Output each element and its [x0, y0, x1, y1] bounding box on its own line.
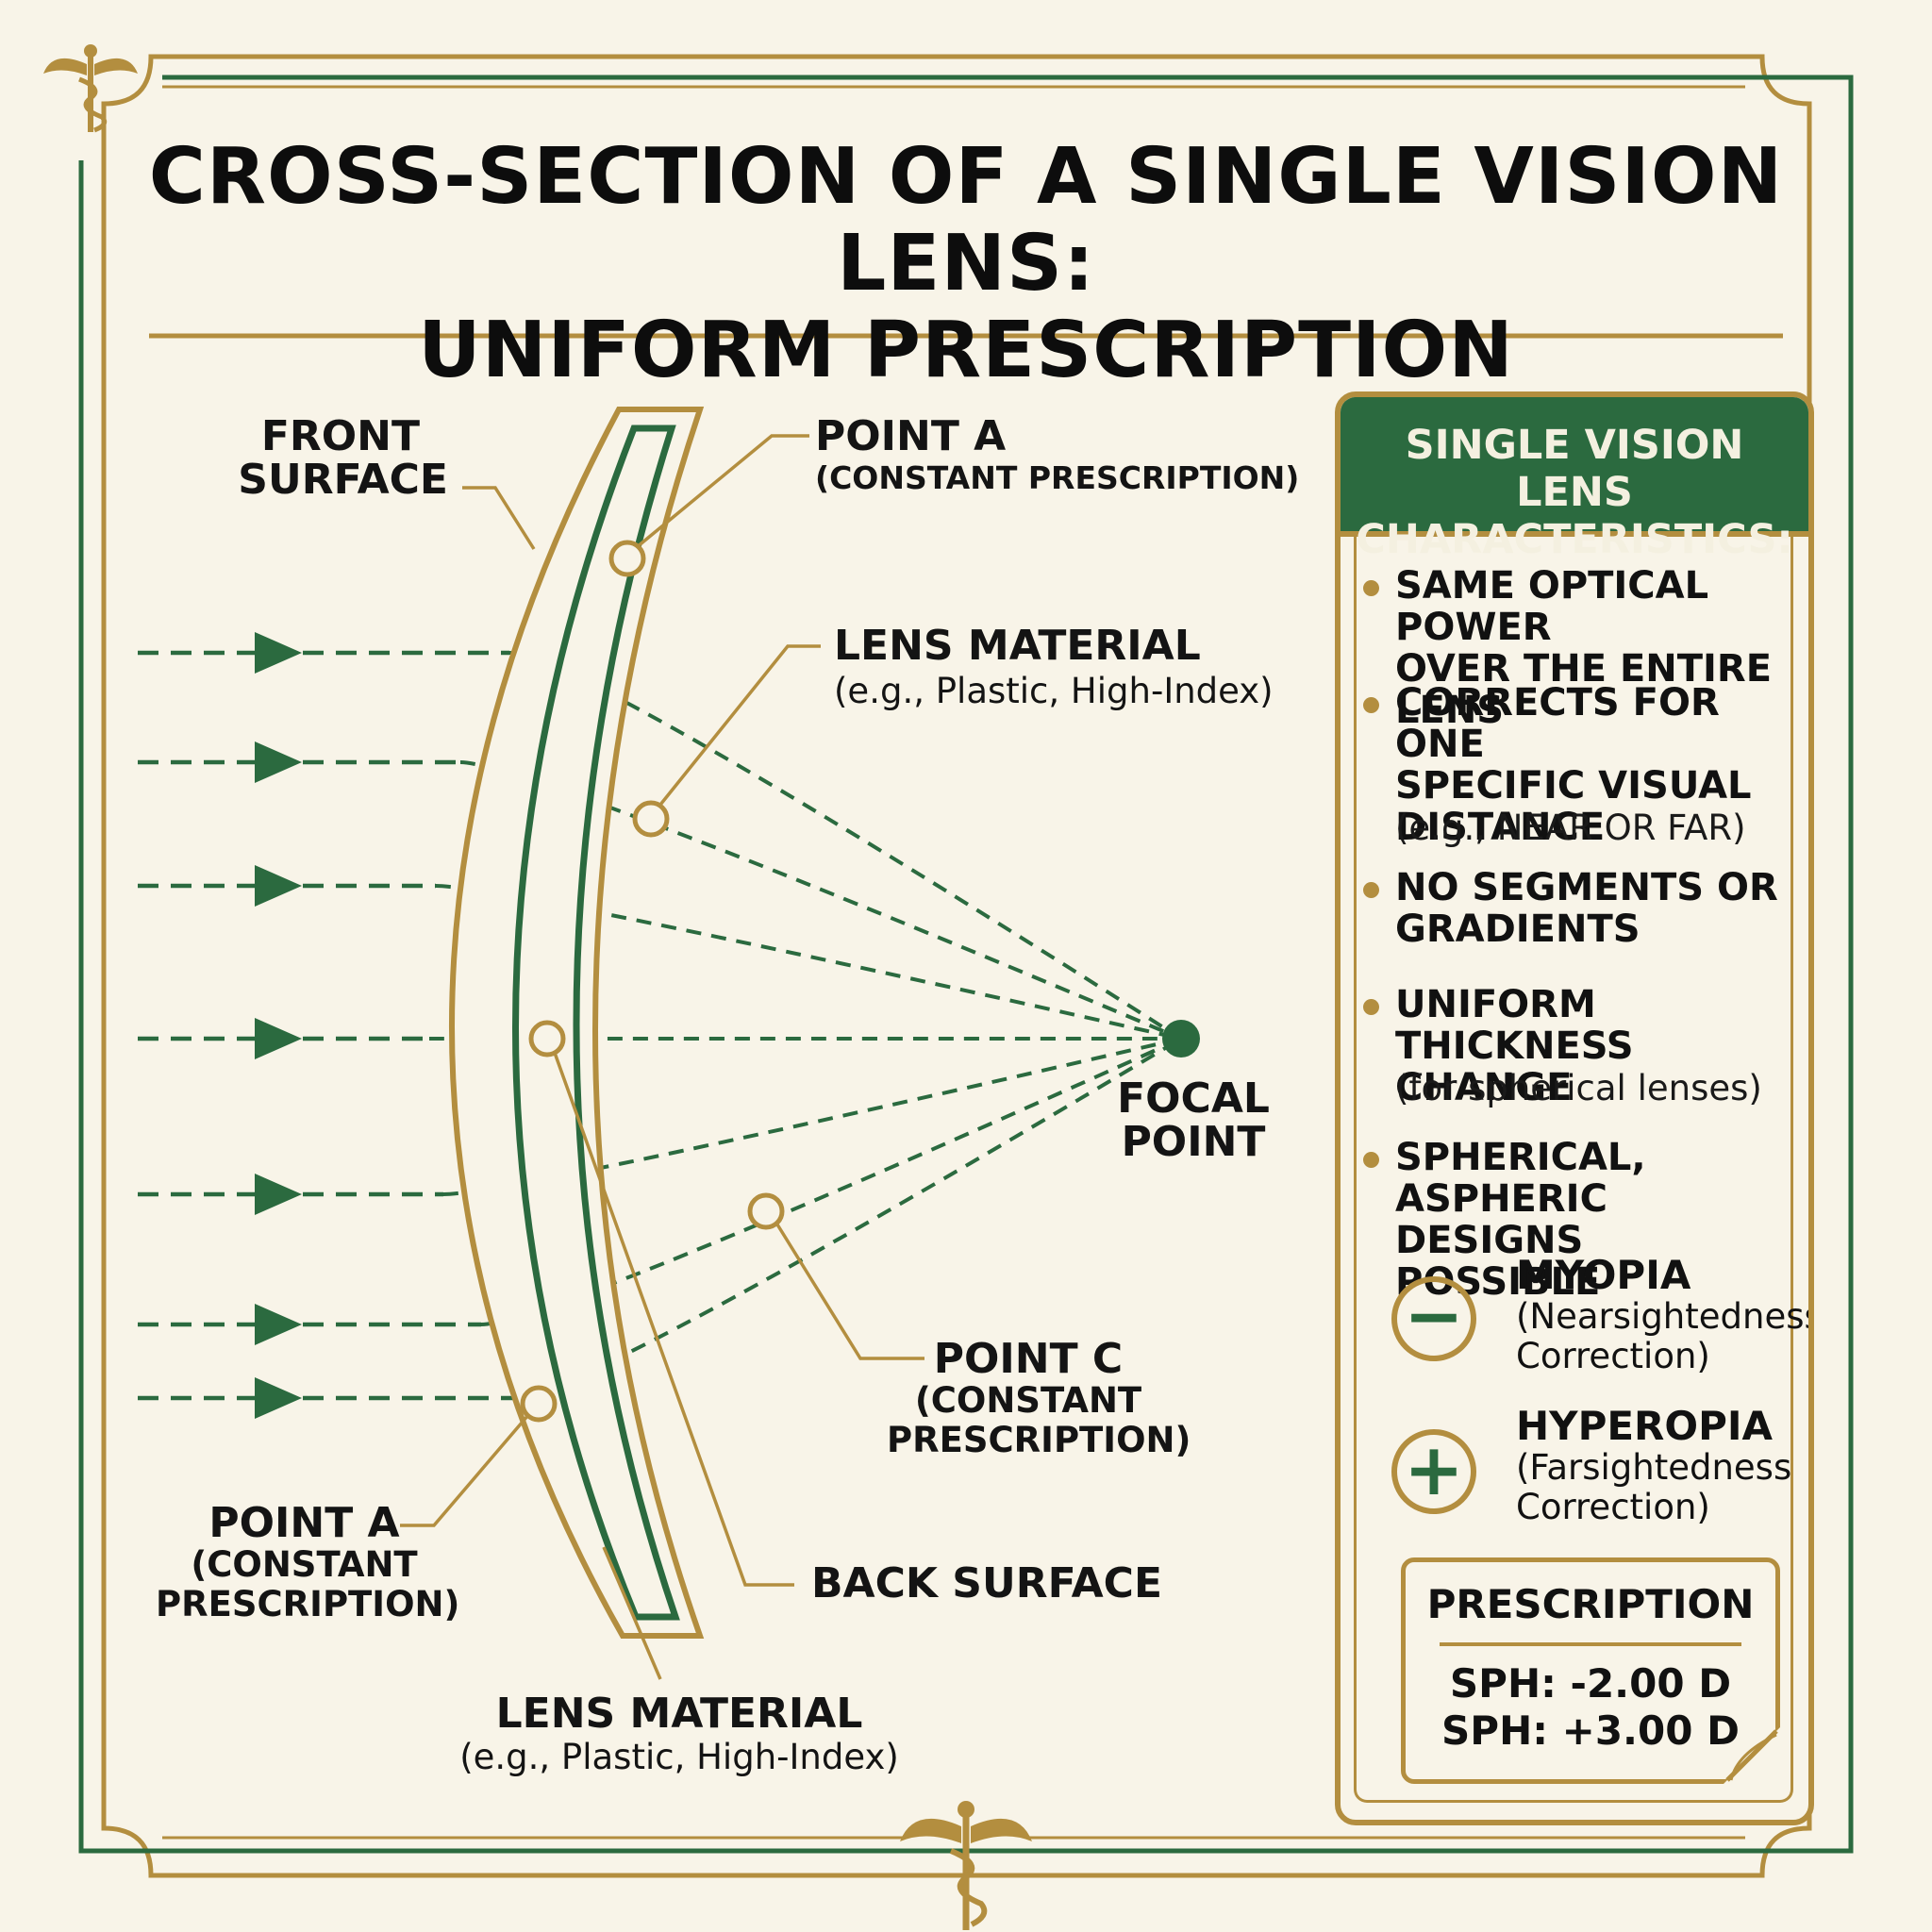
- back-surface-leader: [553, 1052, 794, 1587]
- page-title: CROSS-SECTION OF A SINGLE VISION LENS: U…: [113, 134, 1819, 394]
- point-a-top-leader: [635, 434, 809, 549]
- point-a-bottom-marker: [520, 1385, 558, 1423]
- center-marker: [528, 1020, 566, 1058]
- lens-material-marker: [632, 800, 670, 838]
- bullet-icon: [1363, 1152, 1379, 1168]
- point-c-label: POINT C (CONSTANT PRESCRIPTION): [887, 1335, 1191, 1460]
- minus-icon: −: [1391, 1276, 1476, 1361]
- point-a-top-note: (CONSTANT PRESCRIPTION): [815, 459, 1300, 496]
- point-a-bottom-label: POINT A (CONSTANT PRESCRIPTION): [156, 1499, 460, 1624]
- point-a-top-marker: [608, 540, 646, 577]
- focal-point-marker: [1162, 1020, 1200, 1058]
- decorative-frame: [78, 54, 1854, 1878]
- point-c-leader: [775, 1224, 924, 1360]
- focal-point-label: FOCAL POINT: [1117, 1074, 1270, 1166]
- front-surface-label: FRONT SURFACE: [238, 412, 448, 504]
- title-line-2: UNIFORM PRESCRIPTION: [418, 306, 1514, 395]
- bullet-icon: [1363, 999, 1379, 1015]
- arrow-right-icon: [255, 1174, 302, 1215]
- point-a-top-label: POINT A: [815, 412, 1007, 460]
- light-rays: [138, 632, 1183, 1419]
- arrow-right-icon: [255, 1304, 302, 1345]
- panel-heading: SINGLE VISION LENS CHARACTERISTICS:: [1341, 397, 1808, 563]
- caduceus-icon: [43, 44, 138, 133]
- point-markers: [520, 540, 785, 1423]
- lens-cross-section: [449, 407, 705, 1639]
- leader-lines: [400, 434, 924, 1680]
- lens-material-top-label: LENS MATERIAL: [834, 622, 1201, 670]
- characteristics-panel: SINGLE VISION LENS CHARACTERISTICS: SAME…: [1335, 391, 1814, 1825]
- point-a-bottom-leader: [400, 1413, 530, 1527]
- prescription-card: PRESCRIPTION SPH: -2.00 D SPH: +3.00 D: [1401, 1557, 1780, 1784]
- prescription-divider: [1440, 1642, 1741, 1646]
- lens-material-bottom-label: LENS MATERIAL: [495, 1690, 863, 1738]
- caduceus-icon: [900, 1801, 1032, 1930]
- page-curl-icon: [1724, 1727, 1780, 1784]
- arrow-right-icon: [255, 865, 302, 907]
- arrow-right-icon: [255, 632, 302, 674]
- prescription-heading: PRESCRIPTION: [1426, 1581, 1755, 1627]
- lens-material-top-note: (e.g., Plastic, High-Index): [834, 671, 1274, 711]
- arrow-right-icon: [255, 1377, 302, 1419]
- point-c-marker: [747, 1192, 785, 1230]
- arrow-right-icon: [255, 1018, 302, 1059]
- title-line-1: CROSS-SECTION OF A SINGLE VISION LENS:: [148, 132, 1784, 308]
- back-surface-label: BACK SURFACE: [811, 1559, 1163, 1607]
- lens-material-bottom-note: (e.g., Plastic, High-Index): [459, 1737, 899, 1777]
- lens-inner-outline: [512, 425, 680, 1621]
- bullet-icon: [1363, 580, 1379, 596]
- panel-inner-border: [1354, 397, 1793, 1803]
- arrow-right-icon: [255, 741, 302, 783]
- bullet-icon: [1363, 882, 1379, 898]
- plus-icon: +: [1391, 1429, 1476, 1514]
- prescription-value: SPH: +3.00 D: [1441, 1707, 1740, 1754]
- lens-material-top-leader: [658, 644, 821, 807]
- bullet-icon: [1363, 697, 1379, 713]
- prescription-value: SPH: -2.00 D: [1449, 1660, 1732, 1707]
- front-surface-leader: [462, 486, 536, 550]
- lens-material-bottom-leader: [602, 1546, 662, 1680]
